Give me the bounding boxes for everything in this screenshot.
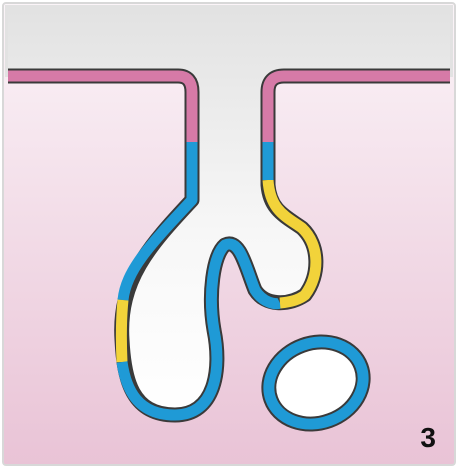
panel-number-label: 3: [420, 422, 436, 454]
membrane-segment-yellow-left: [121, 300, 123, 362]
